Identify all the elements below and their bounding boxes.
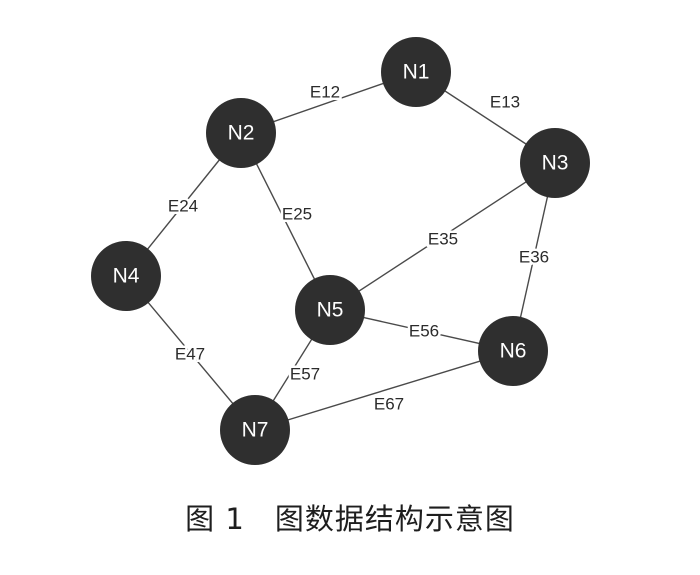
node-n6: N6 bbox=[478, 316, 548, 386]
node-label-n2: N2 bbox=[228, 122, 255, 145]
node-circle-n4 bbox=[91, 241, 161, 311]
edge-label-e24: E24 bbox=[168, 196, 198, 215]
edge-label-e56: E56 bbox=[409, 321, 439, 340]
node-circle-n1 bbox=[381, 37, 451, 107]
node-label-n7: N7 bbox=[242, 419, 269, 442]
figure-caption: 图 1 图数据结构示意图 bbox=[0, 496, 700, 538]
node-label-n5: N5 bbox=[317, 299, 344, 322]
node-circle-n5 bbox=[295, 275, 365, 345]
node-label-n6: N6 bbox=[500, 340, 527, 363]
node-n2: N2 bbox=[206, 98, 276, 168]
node-n5: N5 bbox=[295, 275, 365, 345]
node-n7: N7 bbox=[220, 395, 290, 465]
edge-label-e13: E13 bbox=[490, 92, 520, 111]
node-circle-n6 bbox=[478, 316, 548, 386]
node-circle-n7 bbox=[220, 395, 290, 465]
edge-label-e57: E57 bbox=[290, 364, 320, 383]
figure-number: 图 1 bbox=[185, 502, 245, 536]
node-circle-n2 bbox=[206, 98, 276, 168]
edge-line-e35 bbox=[329, 162, 556, 311]
edge-label-e67: E67 bbox=[374, 394, 404, 413]
edge-line-e67 bbox=[254, 350, 514, 431]
edge-label-e36: E36 bbox=[519, 247, 549, 266]
node-n3: N3 bbox=[520, 128, 590, 198]
edge-label-e35: E35 bbox=[428, 229, 458, 248]
node-n1: N1 bbox=[381, 37, 451, 107]
node-n4: N4 bbox=[91, 241, 161, 311]
figure-title: 图数据结构示意图 bbox=[274, 502, 515, 536]
node-label-n3: N3 bbox=[542, 152, 569, 175]
edge-label-e47: E47 bbox=[175, 344, 205, 363]
node-circle-n3 bbox=[520, 128, 590, 198]
edge-label-e25: E25 bbox=[282, 204, 312, 223]
node-label-n1: N1 bbox=[403, 61, 430, 84]
edge-label-e12: E12 bbox=[310, 82, 340, 101]
node-label-n4: N4 bbox=[113, 265, 140, 288]
